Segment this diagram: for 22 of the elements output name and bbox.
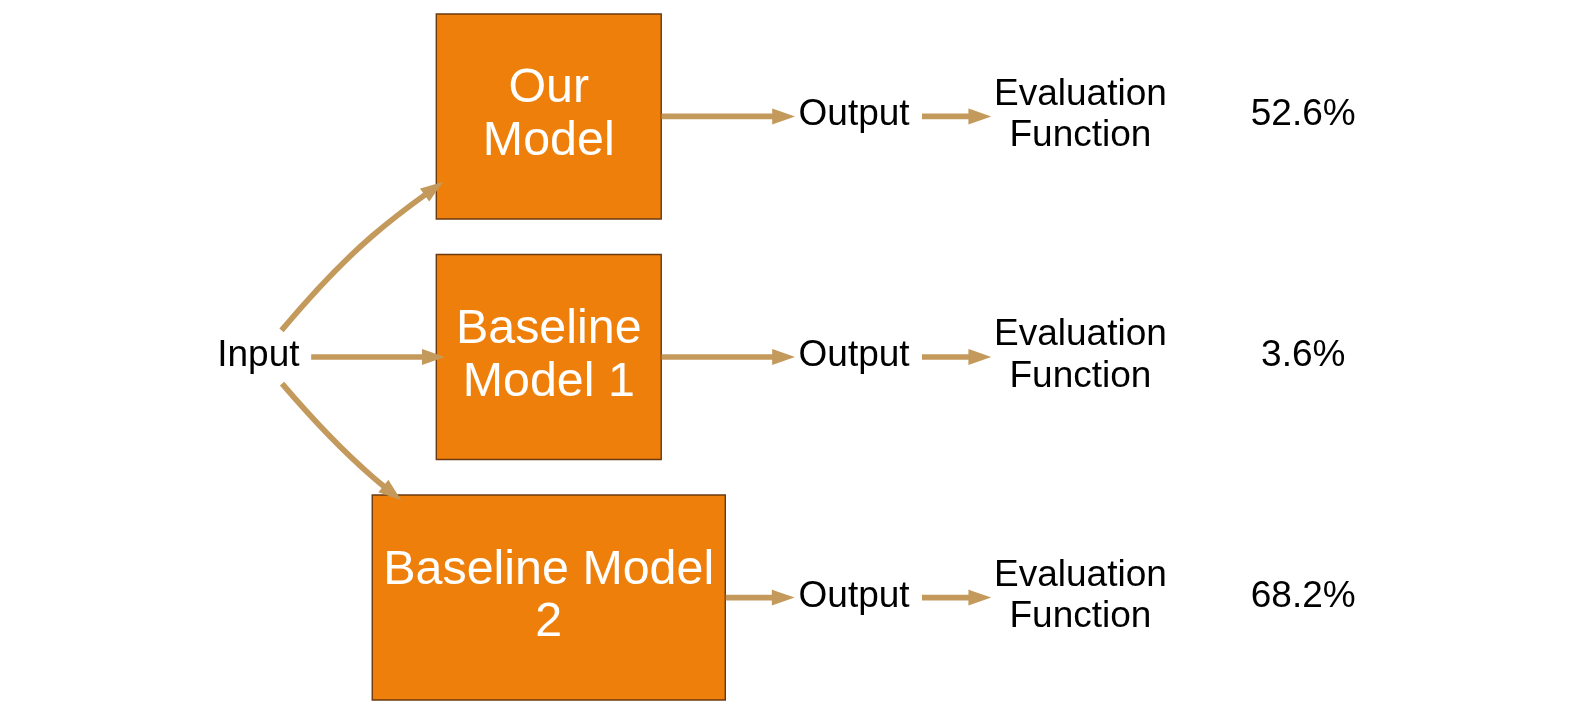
node-text: Evaluation Function bbox=[994, 551, 1167, 636]
arrow bbox=[725, 589, 795, 606]
node-box: Our Model bbox=[435, 13, 662, 220]
node-text: Evaluation Function bbox=[994, 311, 1167, 395]
node-box: Baseline Model 1 bbox=[435, 253, 662, 461]
arrow bbox=[311, 349, 445, 365]
arrow bbox=[922, 589, 992, 606]
arrow bbox=[661, 349, 795, 365]
arrow bbox=[922, 108, 992, 125]
node-box: Baseline Model 2 bbox=[371, 494, 726, 701]
arrow bbox=[279, 381, 402, 501]
arrow bbox=[279, 181, 444, 333]
arrow bbox=[661, 108, 795, 125]
node-label: 52.6% bbox=[1250, 91, 1356, 134]
node-text: Output bbox=[798, 331, 910, 374]
node-text: Evaluation Function bbox=[994, 70, 1167, 155]
node-label: 3.6% bbox=[1261, 331, 1346, 374]
node-text: Output bbox=[798, 91, 910, 134]
node-text: Input bbox=[217, 331, 300, 374]
node-text: Output bbox=[798, 572, 910, 615]
arrow bbox=[922, 349, 992, 365]
node-label: 68.2% bbox=[1250, 572, 1356, 615]
